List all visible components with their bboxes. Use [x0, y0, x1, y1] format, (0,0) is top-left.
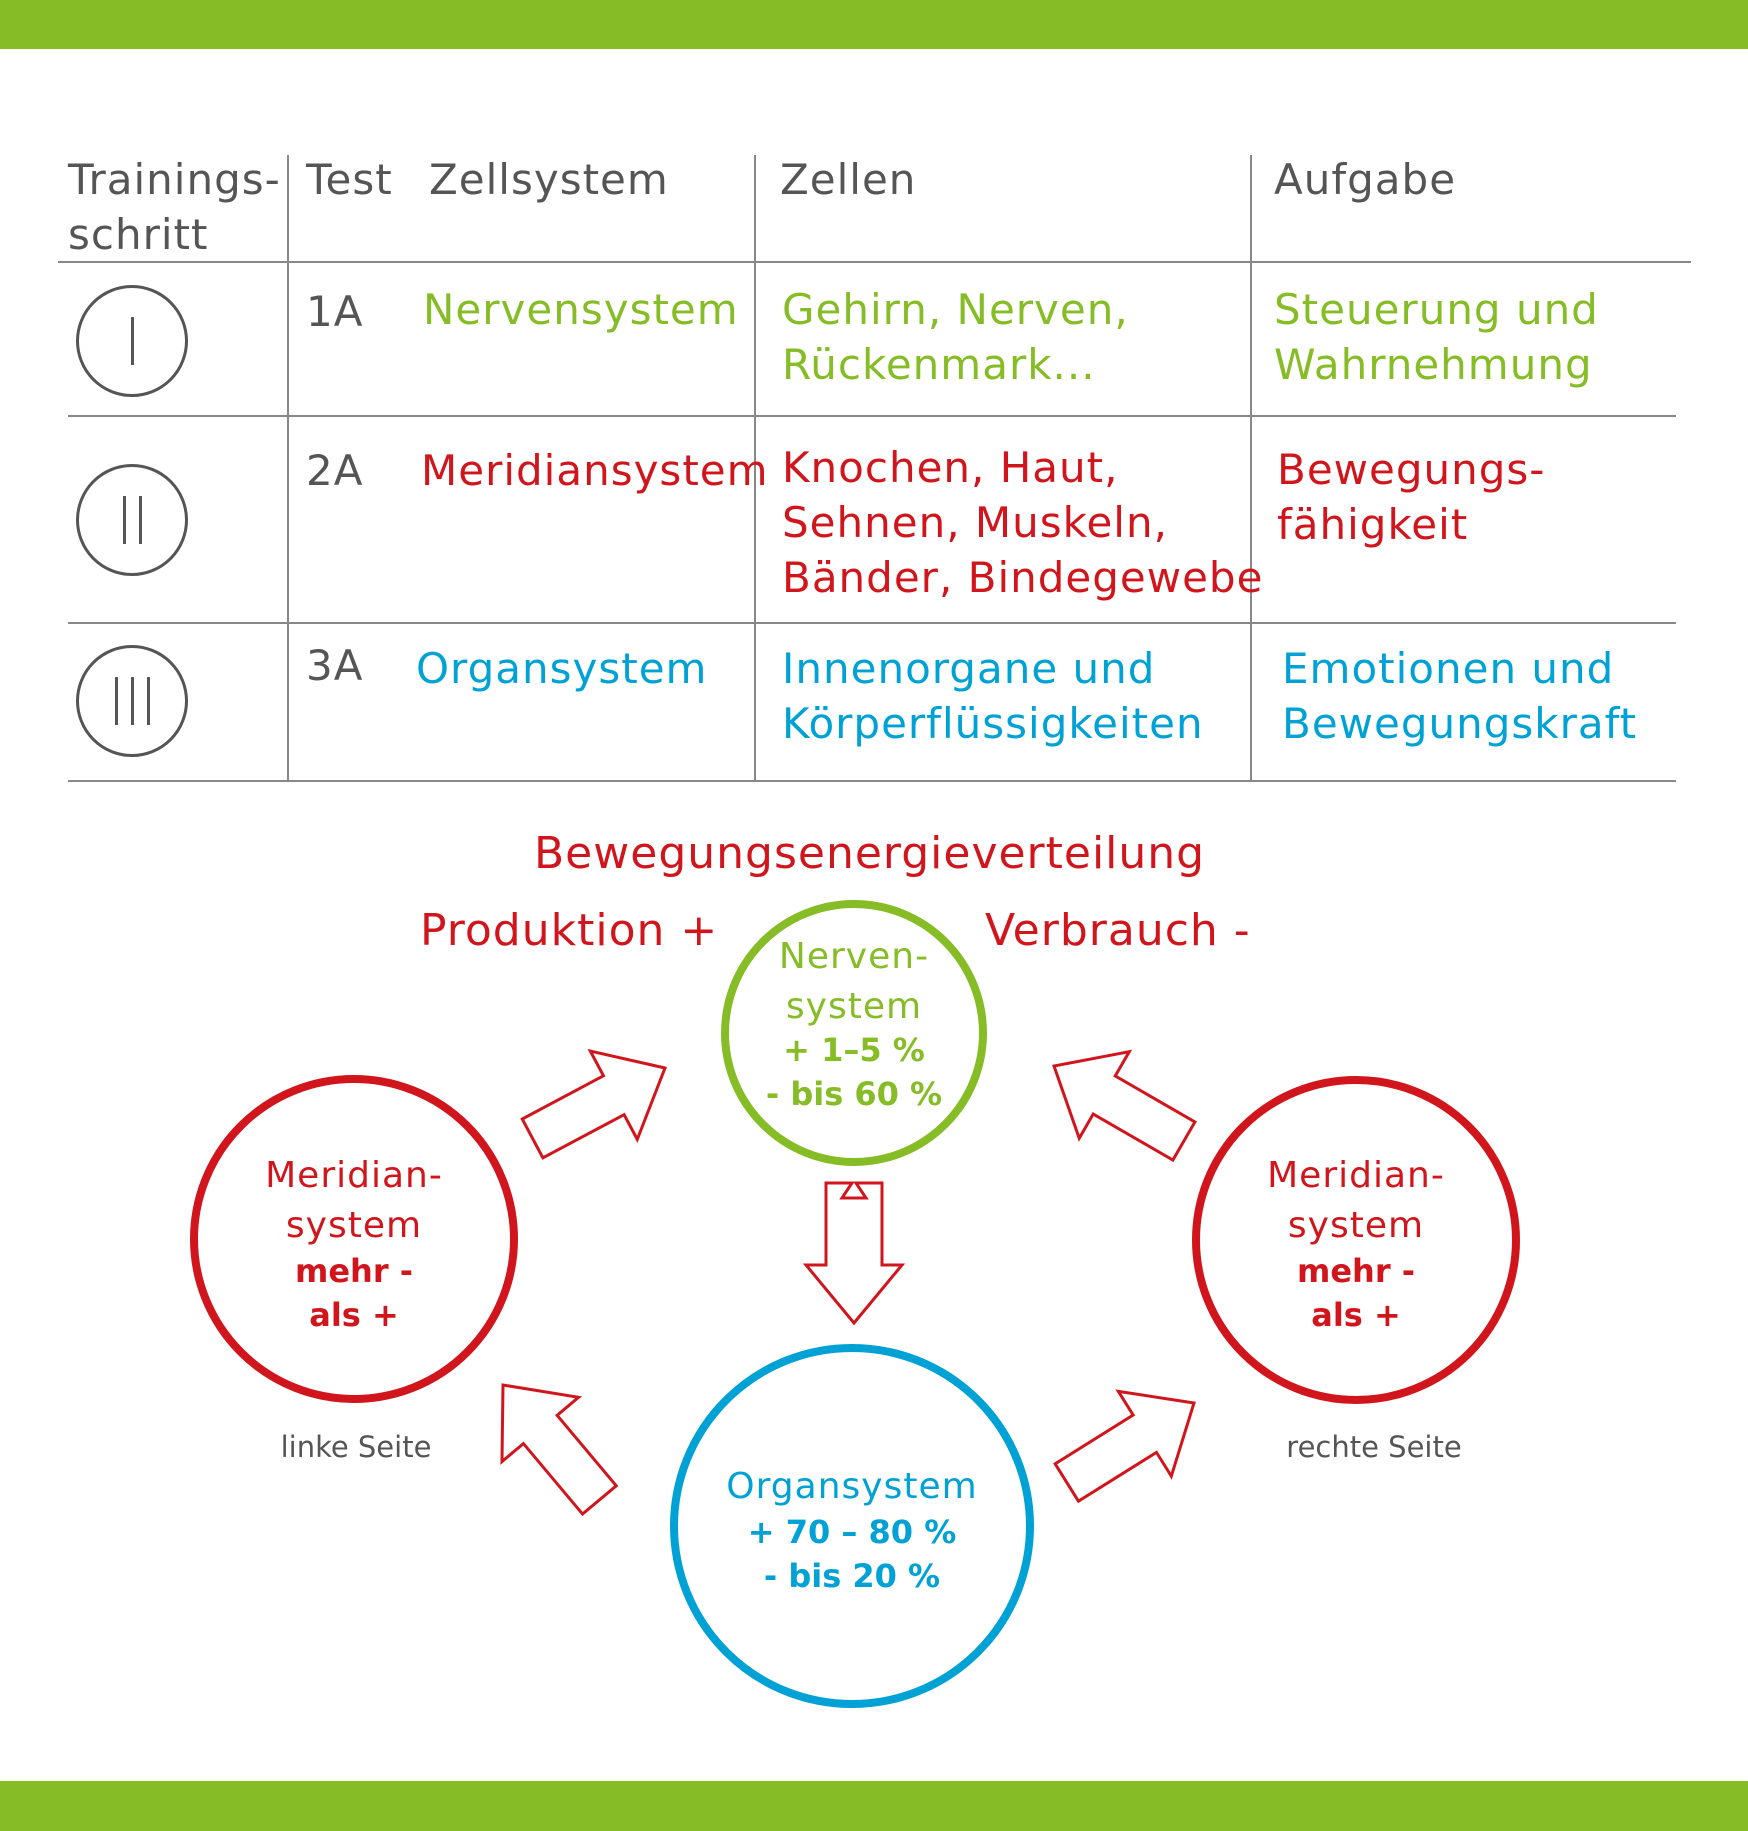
arrow-organ-to-left-icon — [500, 1383, 619, 1517]
meridian-left-circle — [190, 1075, 518, 1403]
produktion-label: Produktion + — [420, 905, 719, 956]
step-one-icon — [76, 285, 188, 397]
diagram-title: Bewegungsenergieverteilung — [534, 828, 1206, 879]
meridian-right-circle — [1192, 1076, 1520, 1404]
zellen-cell: Gehirn, Nerven, Rückenmark... — [782, 285, 1129, 389]
row-divider — [68, 622, 1676, 624]
arrow-nerven-to-organ-icon — [802, 1181, 906, 1326]
test-code: 2A — [306, 446, 364, 495]
zellsystem-cell: Meridiansystem — [421, 446, 769, 495]
arrow-right-to-nerven-icon — [1052, 1049, 1197, 1163]
nervensystem-label: Nerven- system + 1–5 % - bis 60 % — [765, 936, 943, 1113]
header-zellsystem: Zellsystem — [429, 155, 669, 204]
aufgabe-cell: Emotionen und Bewegungskraft — [1282, 644, 1638, 748]
organsystem-circle — [670, 1344, 1034, 1708]
column-divider — [1250, 155, 1252, 781]
header-trainingsschritt: Trainings- schritt — [68, 155, 281, 259]
step-two-icon — [76, 464, 188, 576]
zellen-cell: Innenorgane und Körperflüssigkeiten — [782, 644, 1204, 748]
top-accent-bar — [0, 0, 1748, 49]
meridian-left-label: Meridian- system mehr - als + — [265, 1155, 443, 1334]
meridian-right-label: Meridian- system mehr - als + — [1267, 1155, 1445, 1334]
verbrauch-label: Verbrauch - — [985, 905, 1251, 956]
nervensystem-circle — [721, 900, 987, 1166]
linke-seite-label: linke Seite — [280, 1430, 432, 1464]
test-code: 1A — [306, 287, 364, 336]
aufgabe-cell: Bewegungs- fähigkeit — [1277, 445, 1546, 549]
column-divider — [287, 155, 289, 781]
test-code: 3A — [306, 641, 364, 690]
arrow-organ-to-right-icon — [1053, 1389, 1196, 1504]
column-divider — [754, 155, 756, 781]
bottom-accent-bar — [0, 1781, 1748, 1831]
row-divider — [58, 261, 1691, 263]
header-aufgabe: Aufgabe — [1274, 155, 1457, 204]
row-divider — [68, 780, 1676, 782]
row-divider — [68, 415, 1676, 417]
rechte-seite-label: rechte Seite — [1286, 1430, 1462, 1464]
header-zellen: Zellen — [780, 155, 917, 204]
zellsystem-cell: Nervensystem — [423, 285, 739, 334]
organsystem-label: Organsystem + 70 – 80 % - bis 20 % — [726, 1466, 978, 1595]
aufgabe-cell: Steuerung und Wahrnehmung — [1274, 285, 1599, 389]
header-test: Test — [306, 155, 393, 204]
zellsystem-cell: Organsystem — [416, 644, 708, 693]
step-three-icon — [76, 645, 188, 757]
zellen-cell: Knochen, Haut, Sehnen, Muskeln, Bänder, … — [782, 443, 1264, 602]
arrow-left-to-nerven-icon — [520, 1048, 668, 1160]
